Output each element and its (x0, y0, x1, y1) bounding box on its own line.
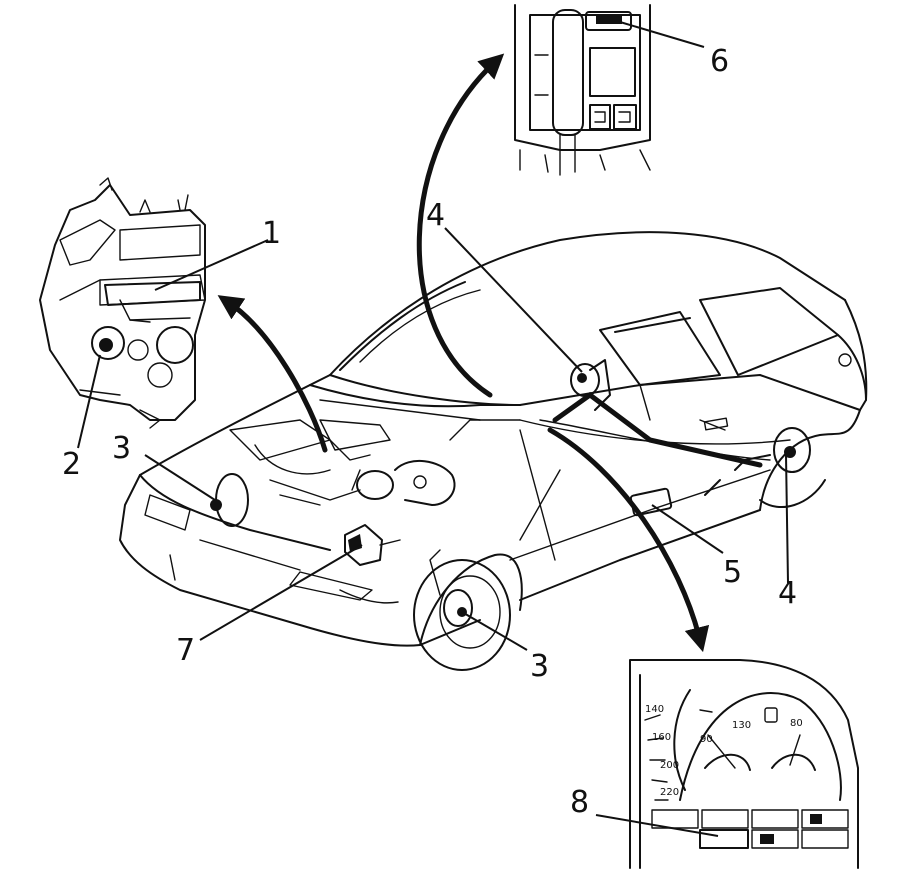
callout-6: 6 (710, 44, 729, 79)
gauge-label-160: 160 (652, 732, 671, 743)
callout-5: 5 (723, 555, 742, 590)
callout-4-rear-left: 4 (426, 198, 445, 233)
gauge-label-140: 140 (645, 704, 664, 715)
callout-3-front-right: 3 (530, 649, 549, 684)
door-switch-panel-icon (514, 4, 651, 176)
pointer-arrow-icon (217, 53, 710, 653)
callout-8: 8 (570, 785, 589, 820)
callout-2: 2 (62, 447, 81, 482)
gauge-label-200: 200 (660, 760, 679, 771)
gauge-label-90: 90 (700, 734, 713, 745)
gauge-label-220: 220 (660, 787, 679, 798)
callout-7: 7 (176, 633, 195, 668)
instrument-cluster-icon: 140 160 200 220 90 130 80 (629, 659, 859, 869)
gauge-label-130: 130 (732, 720, 751, 731)
gauge-label-80: 80 (790, 718, 803, 729)
engine-block-icon (39, 177, 206, 429)
leader-lines (77, 21, 789, 837)
callout-3-front-left: 3 (112, 431, 131, 466)
callout-labels: 1 2 3 3 4 4 5 6 7 8 (62, 44, 797, 820)
callout-1: 1 (262, 216, 281, 251)
callout-4-rear-right: 4 (778, 576, 797, 611)
car-outline-icon (119, 231, 868, 671)
